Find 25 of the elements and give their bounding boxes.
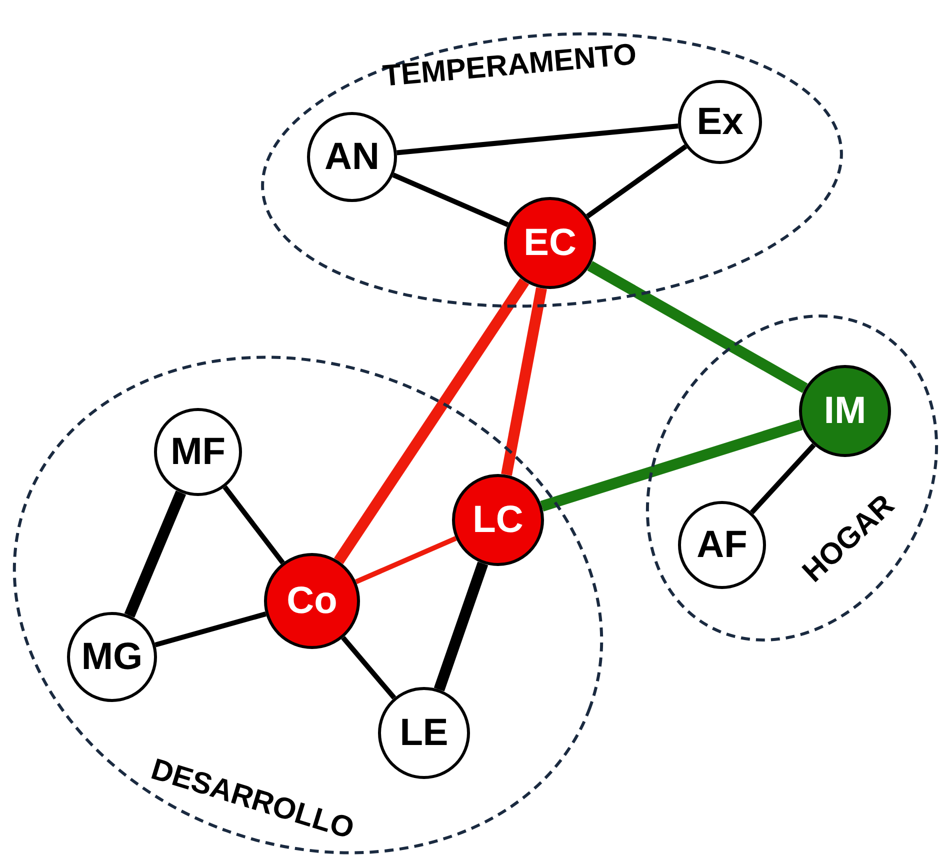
connector-line bbox=[540, 420, 803, 512]
connector-line bbox=[392, 172, 509, 227]
variable-circle: AF bbox=[678, 501, 766, 589]
variable-circle: Co bbox=[264, 553, 360, 649]
variable-circle: IM bbox=[799, 365, 891, 457]
variable-circle: LC bbox=[452, 474, 544, 566]
connector-line bbox=[587, 260, 808, 394]
connector-line bbox=[501, 287, 547, 476]
connector-line bbox=[750, 443, 816, 514]
connector-line bbox=[124, 490, 186, 618]
variable-circle: AN bbox=[307, 112, 397, 202]
variable-circle: MF bbox=[154, 408, 242, 496]
connector-line bbox=[334, 278, 530, 564]
variable-circle: MG bbox=[67, 612, 157, 702]
variable-circle: EC bbox=[504, 197, 596, 289]
variable-circle: LE bbox=[378, 687, 470, 779]
connector-line bbox=[396, 123, 678, 156]
connector-line bbox=[341, 636, 396, 700]
connector-line bbox=[434, 562, 488, 692]
connector-line bbox=[355, 536, 457, 584]
connector-line bbox=[154, 612, 266, 648]
variable-circle: Ex bbox=[678, 80, 762, 164]
connector-line bbox=[222, 485, 285, 564]
connector-line bbox=[586, 144, 688, 218]
group-label: TEMPERAMENTO bbox=[382, 38, 638, 94]
